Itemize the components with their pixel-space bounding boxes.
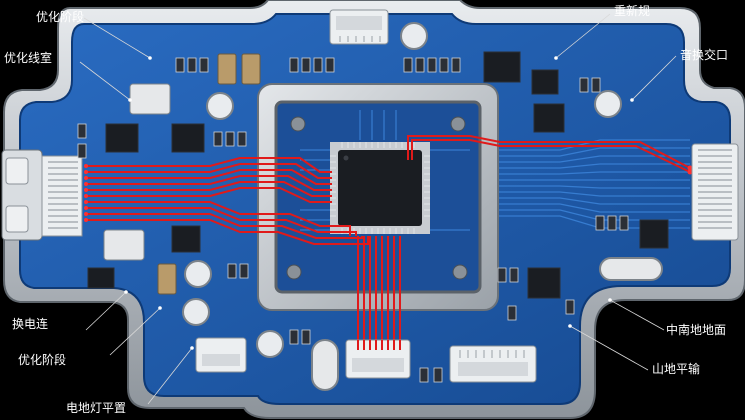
left-edge-connector bbox=[1, 149, 83, 241]
callout-label: 换电连 bbox=[12, 317, 49, 331]
callout-leaders bbox=[79, 13, 677, 405]
inductor bbox=[103, 83, 171, 261]
mcu-chip bbox=[330, 142, 430, 234]
red-trace-bundle-bottom bbox=[357, 236, 401, 340]
callout-label: 电地灯平置 bbox=[66, 401, 127, 415]
callout-label: 优化阶段 bbox=[18, 353, 67, 367]
crystal-oscillator bbox=[311, 257, 663, 391]
callout-label: 优化线室 bbox=[4, 51, 53, 65]
bottom-connector-left bbox=[195, 337, 247, 373]
callout-label: 重新规 bbox=[614, 4, 651, 18]
callout-label: 中南地地面 bbox=[666, 323, 727, 337]
ic-chip bbox=[87, 51, 669, 299]
capacitor-tan bbox=[157, 53, 261, 295]
shield-screw-hole bbox=[452, 264, 468, 280]
callout-label: 山地平输 bbox=[652, 362, 701, 376]
callout-label: 音换交口 bbox=[680, 48, 729, 62]
bottom-connector-center bbox=[345, 339, 411, 379]
callout-dots bbox=[124, 56, 634, 350]
red-trace-bundle-right bbox=[407, 135, 691, 173]
right-edge-connector bbox=[691, 143, 739, 241]
red-trace-bundle-left bbox=[86, 157, 369, 245]
shield-screw-hole bbox=[286, 264, 302, 280]
capacitor-round bbox=[182, 22, 622, 358]
shield-screw-hole bbox=[450, 116, 466, 132]
red-trace-endpoints bbox=[84, 164, 693, 222]
smd-components bbox=[77, 57, 629, 383]
bottom-connector-right bbox=[449, 345, 537, 383]
shield-screw-hole bbox=[290, 116, 306, 132]
callout-label: 优化阶段 bbox=[36, 10, 85, 24]
top-connector bbox=[329, 9, 389, 45]
